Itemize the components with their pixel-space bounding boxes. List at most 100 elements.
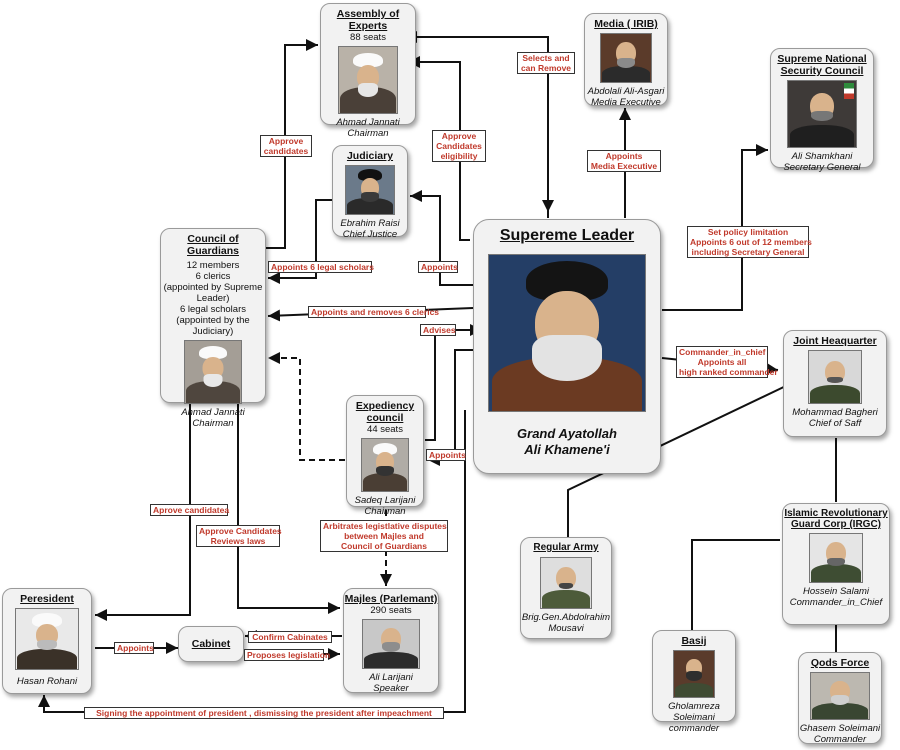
label-approve-candidates-line-2: candidates: [263, 146, 309, 156]
experts-portrait: [338, 46, 398, 114]
majles-node: Majles (Parlemant) 290 seats Ali Larijan…: [343, 588, 439, 694]
judiciary-person: Ebrahim Raisi: [340, 218, 400, 229]
edge-guardians-majles: [237, 404, 340, 614]
supreme-leader-node: Supereme Leader Grand Ayatollah Ali Kham…: [473, 219, 661, 474]
qods-role: Commander: [813, 734, 867, 745]
guardians-line-4: Leader): [196, 293, 230, 304]
media-role: Media Executive: [591, 97, 661, 108]
president-node: Peresident Hasan Rohani: [2, 588, 92, 694]
label-approve-reviews-line-1: Approve Candidates: [199, 526, 282, 536]
edge-irgc-basij: [691, 539, 780, 630]
label-commander-line-1: Commander_in_chief: [679, 347, 766, 357]
label-appoints-media: Appoints Media Executive: [587, 150, 661, 172]
guardians-line-1: 12 members: [186, 260, 240, 271]
edge-expediency-guardians: [268, 352, 345, 461]
label-commander-line-3: high ranked commander: [679, 367, 778, 377]
label-approve-reviews: Approve Candidates Reviews laws: [196, 525, 282, 547]
basij-portrait: [673, 650, 715, 698]
label-selects-line-1: Selects and: [522, 53, 570, 63]
irgc-portrait: [809, 533, 863, 583]
guardians-line-2: 6 clerics: [195, 271, 231, 282]
joint-title: Joint Heaquarter: [793, 335, 877, 347]
snsc-person: Ali Shamkhani: [791, 151, 853, 162]
experts-person: Ahmad Jannati: [336, 117, 400, 128]
edge-judiciary-guardians: [268, 199, 335, 284]
leader-role: Ali Khamene'i: [524, 442, 610, 457]
label-appoints-clerics-line-1: Appoints and removes 6 clerics: [311, 307, 440, 317]
label-proposes-line-1: Proposes legislation: [247, 650, 331, 660]
president-person: Hasan Rohani: [16, 676, 78, 687]
guardians-line-6: (appointed by the Judiciary): [176, 315, 250, 337]
label-approve-candidates-line-1: Approve: [268, 136, 304, 146]
label-advises-line-1: Advises: [423, 325, 456, 335]
majles-role: Speaker: [373, 683, 409, 694]
label-aprove-candidatea: Aprove candidatea: [150, 504, 230, 516]
label-appoints-media-line-2: Media Executive: [590, 161, 658, 171]
guardians-line-3: (appointed by Supreme: [163, 282, 263, 293]
label-confirm-cabinates: Confirm Cabinates: [248, 631, 332, 643]
label-set-policy: Set policy limitation Appoints 6 out of …: [687, 226, 812, 258]
joint-person: Mohammad Bagheri: [792, 407, 878, 418]
label-appoints-cabinet-line-1: Appoints: [117, 643, 154, 653]
edge-leader-judiciary: [410, 190, 473, 286]
snsc-portrait: [787, 80, 857, 148]
expediency-role: Chairman: [364, 506, 406, 517]
guardians-title: Council of Guardians: [187, 233, 239, 257]
label-eligibility-line-2: Candidates: [436, 141, 482, 151]
media-person: Abdolali Ali-Asgari: [587, 86, 665, 97]
qods-portrait: [810, 672, 870, 720]
media-title: Media ( IRIB): [594, 18, 658, 30]
experts-role: Chairman: [347, 128, 389, 139]
judiciary-role: Chief Justice: [342, 229, 398, 240]
label-appoints-media-line-1: Appoints: [605, 151, 643, 161]
label-advises: Advises: [420, 324, 456, 336]
label-approve-eligibility: Approve Candidates eligibility: [432, 130, 486, 162]
basij-title: Basij: [681, 635, 707, 647]
majles-title: Majles (Parlemant): [344, 593, 438, 605]
snsc-role: Secretary General: [783, 162, 861, 173]
cabinet-title: Cabinet: [191, 638, 231, 650]
label-appoints-judiciary-line-1: Appoints: [421, 262, 458, 272]
basij-person: Gholamreza Soleimani: [668, 701, 720, 723]
label-set-policy-line-2: Appoints 6 out of 12 members: [690, 237, 812, 247]
basij-node: Basij Gholamreza Soleimani commander: [652, 630, 736, 734]
label-confirm-line-1: Confirm Cabinates: [252, 632, 328, 642]
basij-role: commander: [668, 723, 720, 734]
army-role: Mousavi: [548, 623, 584, 634]
joint-role: Chief of Saff: [808, 418, 862, 429]
irgc-title: Islamic Revolutionary Guard Corp (IRGC): [784, 508, 888, 530]
guardians-line-5: 6 legal scholars: [179, 304, 246, 315]
media-portrait: [600, 33, 652, 83]
expediency-title: Expediency council: [355, 400, 415, 424]
edge-joint-army: [567, 383, 791, 538]
irgc-role: Commander_in_Chief: [789, 597, 883, 608]
label-proposes-legislation: Proposes legislation: [244, 649, 331, 661]
judiciary-node: Judiciary Ebrahim Raisi Chief Justice: [332, 145, 408, 240]
guardians-portrait: [184, 340, 242, 404]
joint-portrait: [808, 350, 862, 404]
experts-seats: 88 seats: [350, 32, 386, 43]
irgc-person: Hossein Salami: [803, 586, 869, 597]
label-arbitrates-line-3: Council of Guardians: [341, 541, 427, 551]
label-appoints-expediency: Appoints: [426, 449, 466, 461]
label-aprove-candidatea-line-1: Aprove candidatea: [153, 505, 230, 515]
majles-portrait: [362, 619, 420, 669]
label-arbitrates: Arbitrates legistlative disputes between…: [320, 520, 448, 552]
label-arbitrates-line-2: between Majles and: [344, 531, 424, 541]
experts-title: Assembly of Experts: [336, 8, 400, 32]
label-appoints-expediency-line-1: Appoints: [429, 450, 466, 460]
expediency-portrait: [361, 438, 409, 492]
assembly-of-experts-node: Assembly of Experts 88 seats Ahmad Janna…: [320, 3, 416, 139]
majles-seats: 290 seats: [370, 605, 412, 616]
label-appoints-scholars-line-1: Appoints 6 legal scholars: [271, 262, 374, 272]
judiciary-title: Judiciary: [346, 150, 394, 162]
judiciary-portrait: [345, 165, 395, 215]
guardians-person: Ahmad Jannati: [181, 407, 245, 418]
expediency-person: Sadeq Larijani: [354, 495, 416, 506]
irgc-node: Islamic Revolutionary Guard Corp (IRGC) …: [782, 503, 890, 625]
president-title: Peresident: [20, 593, 74, 605]
council-of-guardians-node: Council of Guardians 12 members 6 cleric…: [160, 228, 266, 429]
army-title: Regular Army: [533, 542, 599, 553]
label-set-policy-line-1: Set policy limitation: [707, 227, 789, 237]
qods-person: Ghasem Soleimani: [799, 723, 881, 734]
